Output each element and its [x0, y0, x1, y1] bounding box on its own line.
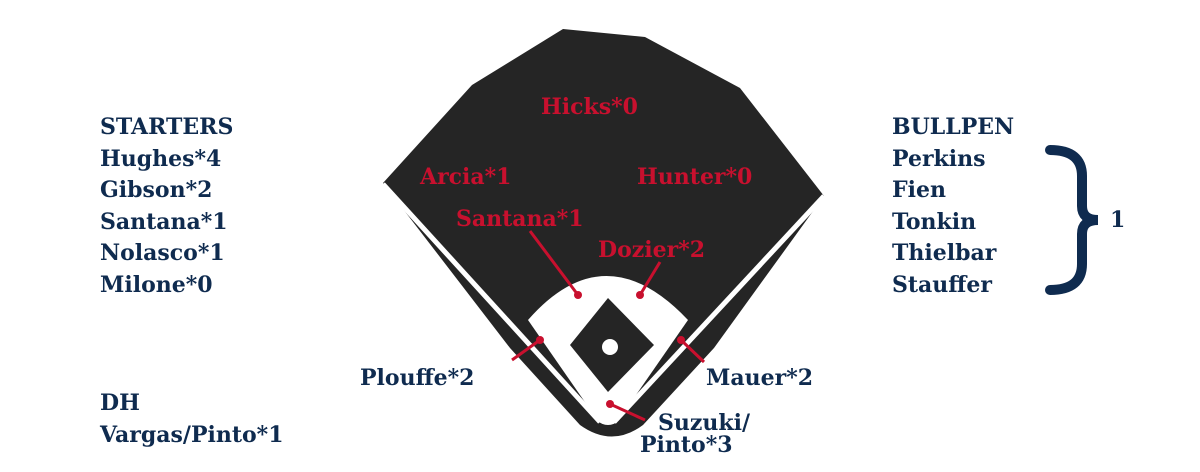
dh-list: DH Vargas/Pinto*1	[100, 388, 284, 451]
starter-item: Hughes*4	[100, 145, 222, 172]
right-foul-line	[612, 194, 826, 424]
catcher-leader	[609, 402, 646, 422]
starter-item: Nolasco*1	[100, 240, 225, 266]
ss-leader	[528, 230, 580, 296]
third-label: Plouffe*2	[360, 365, 475, 391]
field-shape	[383, 29, 824, 437]
bullpen-item: Tonkin	[892, 208, 977, 235]
catcher-label-line2: Pinto*3	[640, 432, 733, 458]
first-leader	[679, 338, 706, 364]
third-marker	[536, 336, 544, 344]
second-label: Dozier*2	[598, 237, 706, 263]
starter-item: Santana*1	[100, 208, 228, 235]
first-label: Mauer*2	[706, 365, 814, 391]
cf-label: Hicks*0	[541, 94, 638, 120]
second-marker	[636, 291, 644, 299]
bullpen-list: BULLPEN Perkins Fien Tonkin Thielbar Sta…	[892, 112, 1014, 301]
lf-label: Arcia*1	[420, 164, 512, 190]
bullpen-item: Stauffer	[892, 271, 992, 298]
third-leader	[511, 338, 541, 362]
rf-label: Hunter*0	[637, 164, 753, 190]
home-plate-circle	[593, 395, 623, 425]
catcher-marker	[606, 400, 614, 408]
bullpen-heading: BULLPEN	[892, 114, 1015, 140]
bullpen-group-value: 1	[1110, 207, 1126, 233]
dh-heading: DH	[100, 390, 140, 416]
starter-item: Gibson*2	[100, 177, 213, 203]
bullpen-item: Perkins	[892, 145, 986, 172]
bullpen-item: Thielbar	[892, 240, 997, 266]
starter-item: Milone*0	[100, 271, 213, 298]
pitchers-mound	[602, 339, 618, 355]
dh-item: Vargas/Pinto*1	[100, 421, 284, 448]
starters-heading: STARTERS	[100, 114, 234, 140]
left-foul-line	[381, 182, 602, 424]
first-marker	[677, 336, 685, 344]
catcher-label-line1: Suzuki/	[658, 410, 751, 436]
bullpen-brace	[1045, 145, 1099, 295]
ss-marker	[574, 291, 582, 299]
second-leader	[638, 261, 662, 296]
starters-list: STARTERS Hughes*4 Gibson*2 Santana*1 Nol…	[100, 112, 233, 301]
bullpen-item: Fien	[892, 177, 946, 203]
ss-label: Santana*1	[456, 206, 584, 232]
